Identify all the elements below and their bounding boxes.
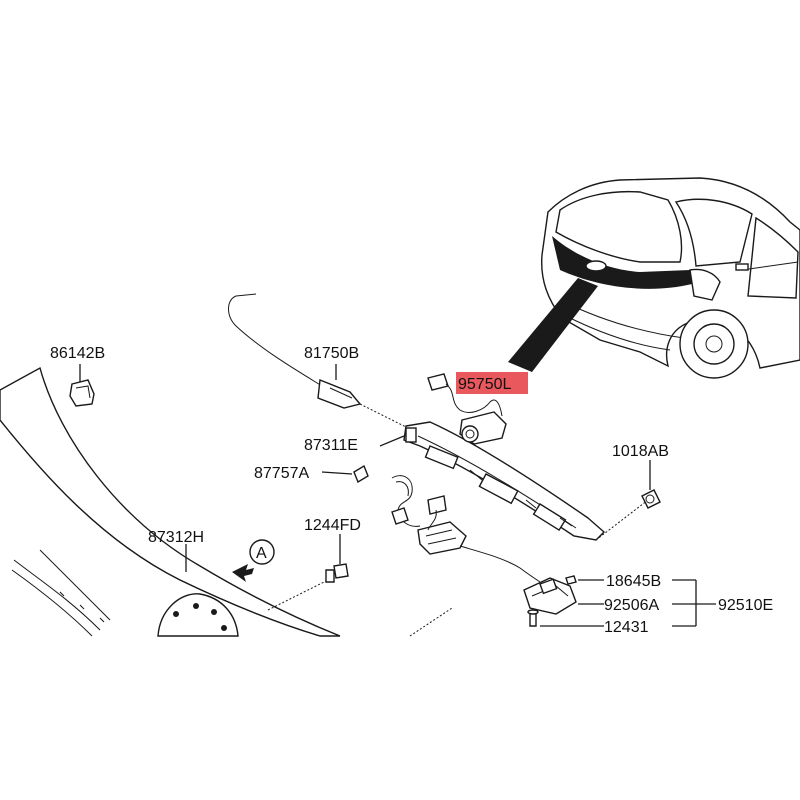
wiring-harness — [391, 475, 541, 583]
license-lamp-92510e — [523, 575, 716, 627]
view-marker-letter: A — [256, 545, 267, 562]
cable-81750b — [228, 293, 409, 429]
label-1244fd: 1244FD — [304, 517, 361, 534]
car-rear-illustration — [508, 177, 800, 379]
part-87757a — [321, 464, 369, 484]
label-87312h: 87312H — [148, 529, 204, 546]
rear-garnish-panel — [0, 366, 341, 637]
label-18645b: 18645B — [606, 573, 661, 590]
label-92510e: 92510E — [718, 597, 773, 614]
grommet-1018ab — [641, 460, 661, 509]
label-87311e: 87311E — [304, 437, 358, 454]
label-81750b: 81750B — [304, 345, 359, 362]
label-87757a: 87757A — [254, 465, 309, 482]
label-1018ab: 1018AB — [612, 443, 669, 460]
highlight-95750l — [456, 372, 528, 394]
label-86142b: 86142B — [50, 345, 105, 362]
label-12431: 12431 — [604, 619, 649, 636]
label-95750l: 95750L — [458, 376, 511, 393]
handle-assembly-87311e — [267, 421, 649, 637]
bolt-1244fd — [325, 534, 349, 583]
rear-camera-95750l — [427, 373, 507, 445]
view-marker-a — [232, 539, 275, 582]
clip-86142b — [69, 364, 95, 407]
label-92506a: 92506A — [604, 597, 659, 614]
